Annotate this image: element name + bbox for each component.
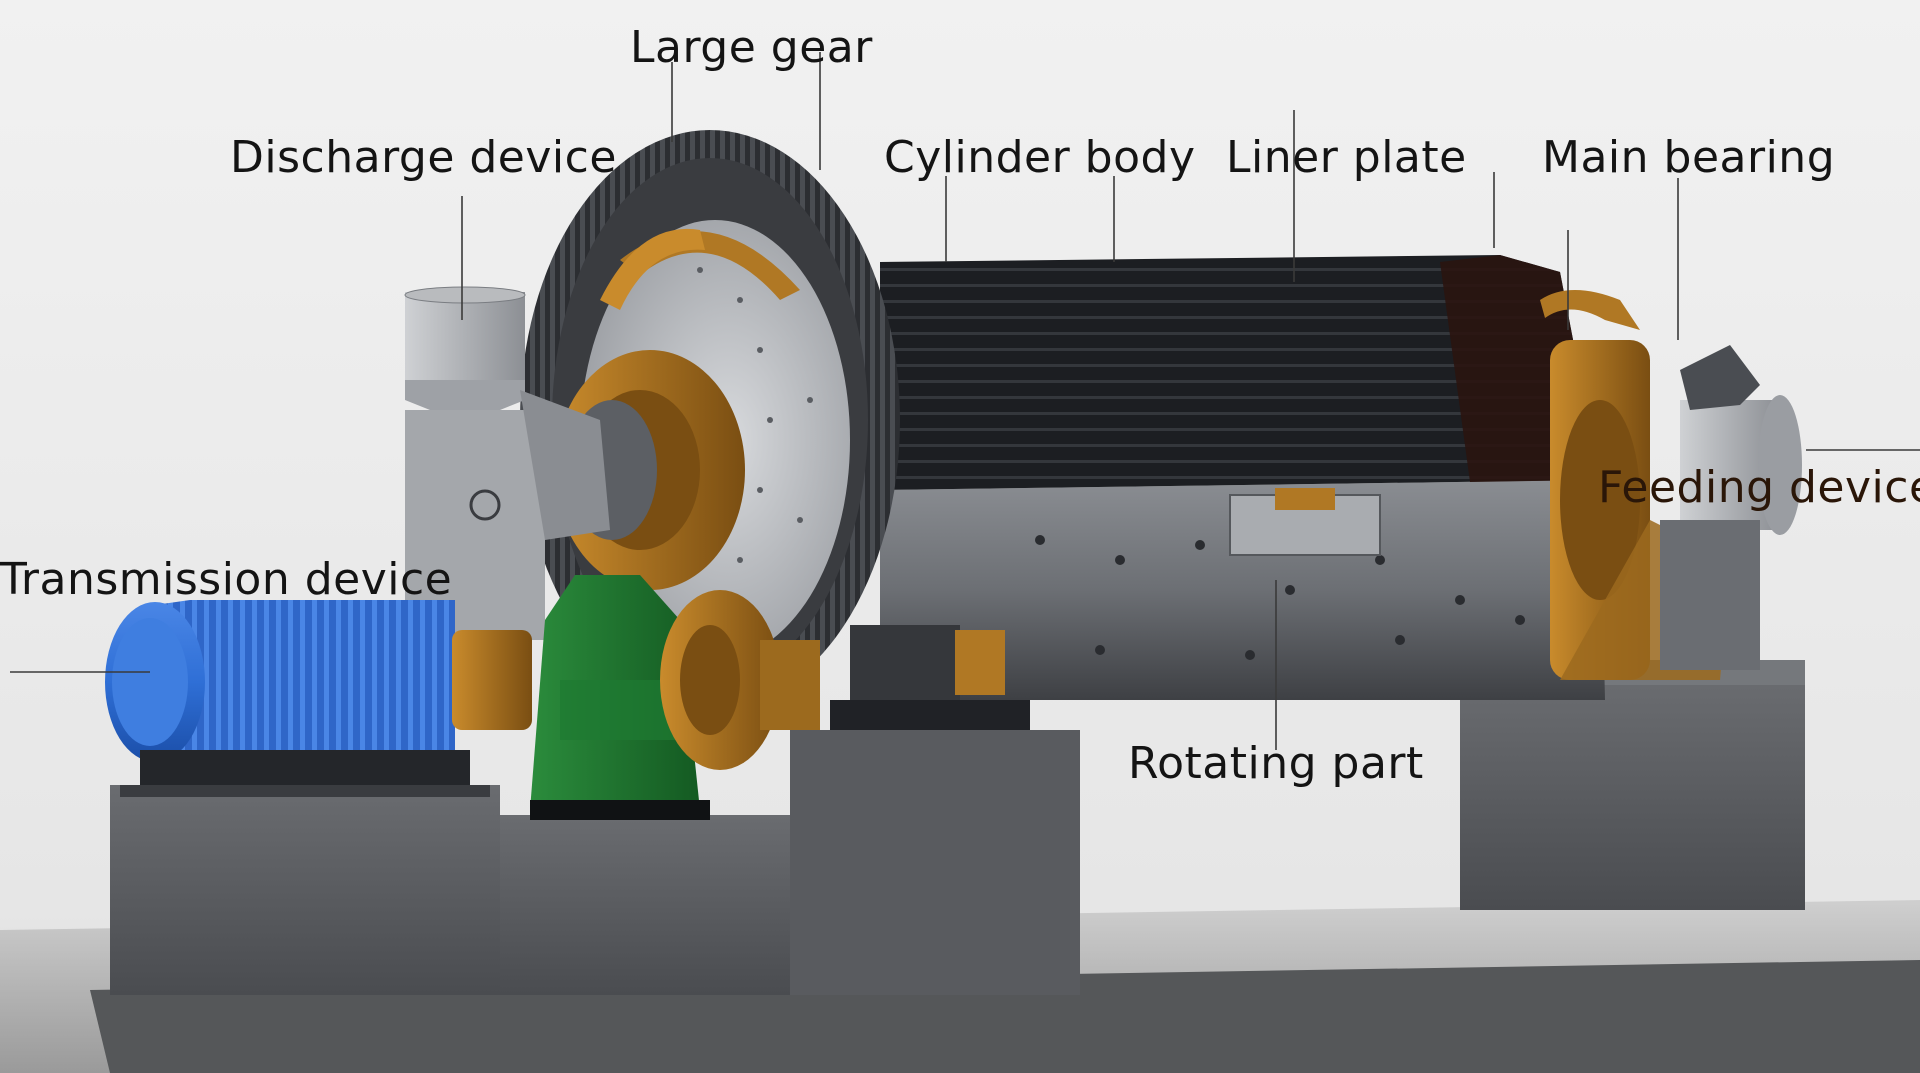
discharge-device-label: Discharge device xyxy=(230,132,617,183)
rotating-part-label: Rotating part xyxy=(1128,738,1424,789)
main-bearing-label: Main bearing xyxy=(1542,132,1836,183)
transmission-device-label: Transmission device xyxy=(0,554,453,605)
large-gear-label: Large gear xyxy=(630,22,873,73)
leader-lines xyxy=(10,52,1920,750)
cylinder-body-label: Cylinder body xyxy=(884,132,1196,183)
feeding-device-label: Feeding device xyxy=(1598,462,1920,513)
liner-plate-label: Liner plate xyxy=(1226,132,1467,183)
